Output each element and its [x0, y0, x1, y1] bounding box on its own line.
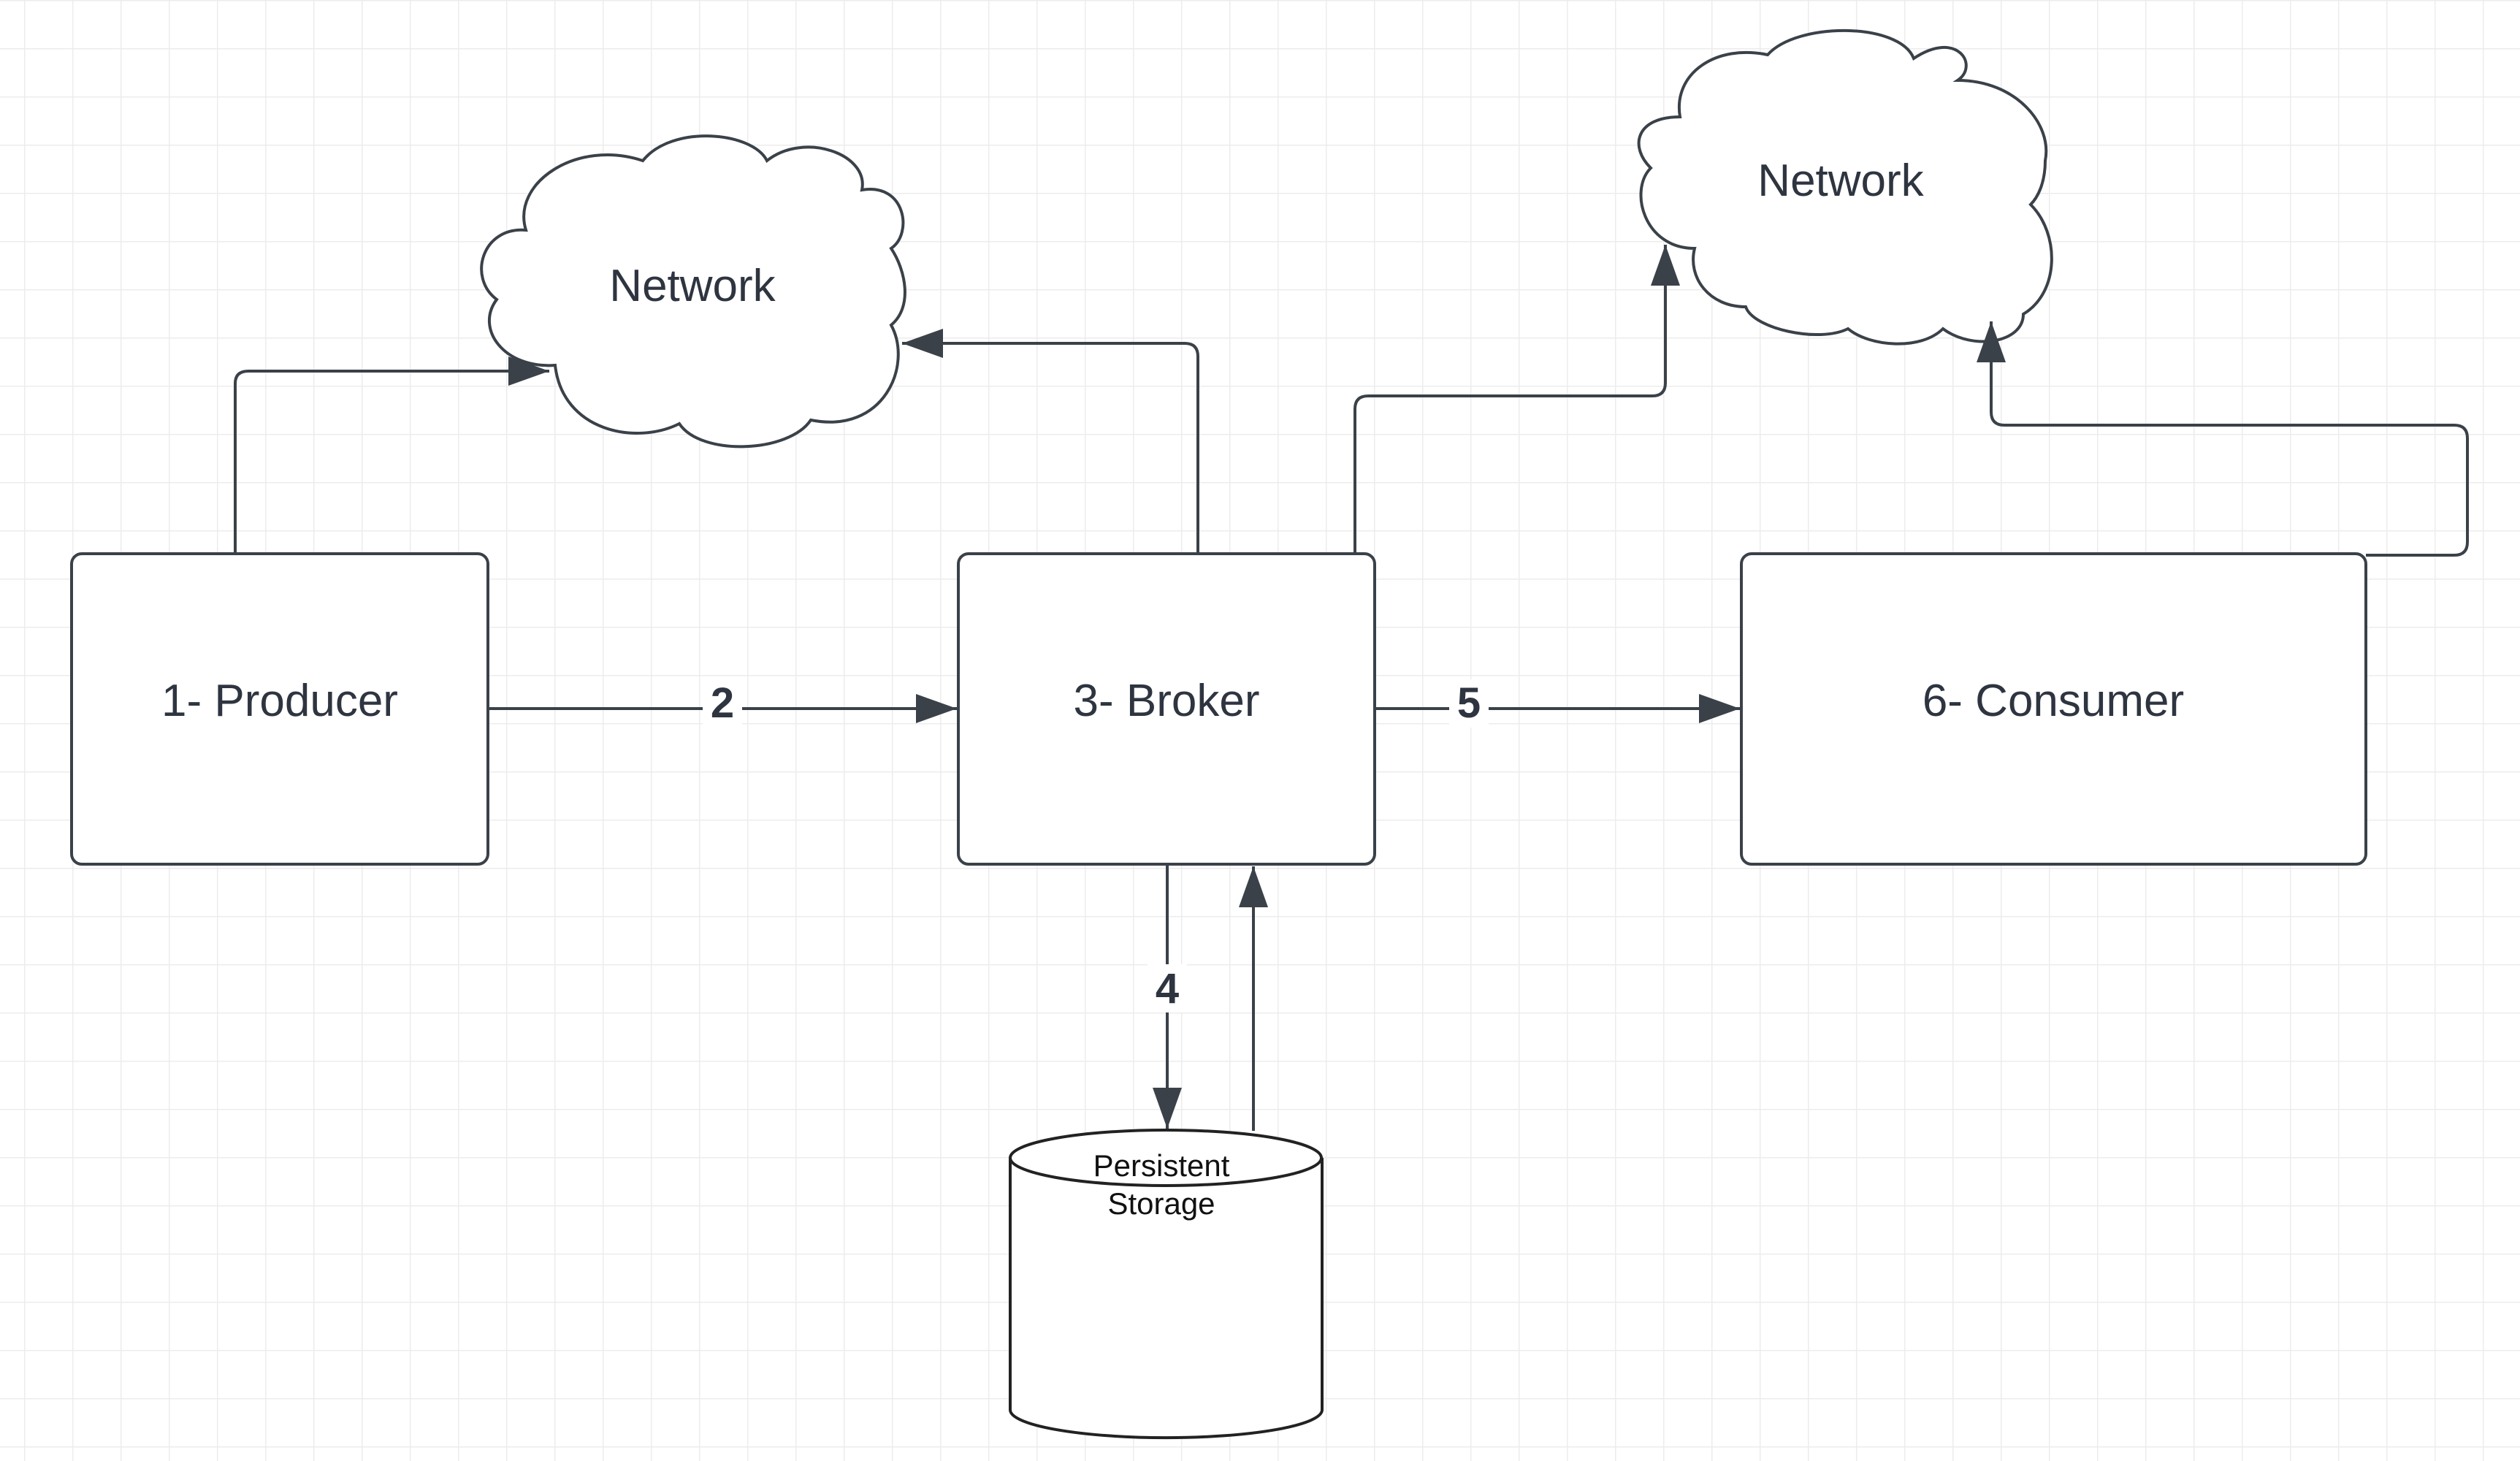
consumer-label: 6- Consumer	[1923, 676, 2184, 726]
storage-label-line1: Persistent	[1093, 1148, 1230, 1183]
edge-label-5: 5	[1457, 679, 1481, 727]
edge-label-4-bg	[1148, 964, 1187, 1012]
broker-node: 3- Broker	[957, 552, 1376, 866]
network-cloud-left: Network	[480, 134, 906, 449]
storage-cylinder-top	[1009, 1129, 1323, 1187]
edge-broker-to-network-left	[902, 329, 1199, 554]
storage-cylinder-body	[1009, 1158, 1324, 1440]
producer-label: 1- Producer	[161, 676, 398, 726]
network-right-label: Network	[1757, 156, 1924, 206]
edge-label-5-bg	[1449, 679, 1489, 728]
network-left-label: Network	[609, 261, 776, 311]
edge-label-4: 4	[1156, 965, 1179, 1012]
edge-label-2-bg	[703, 679, 742, 728]
storage-node: Persistent Storage	[1009, 1129, 1324, 1440]
cloud-left-shape	[480, 134, 906, 449]
consumer-node: 6- Consumer	[1740, 552, 2367, 866]
storage-label-line2: Storage	[1107, 1186, 1215, 1221]
edge-broker-to-network-right	[1353, 245, 1680, 554]
network-cloud-right: Network	[1637, 28, 2053, 346]
producer-node: 1- Producer	[70, 552, 489, 866]
cloud-right-shape	[1637, 28, 2053, 346]
broker-label: 3- Broker	[1074, 676, 1260, 726]
consumer-box	[1740, 552, 2367, 866]
edge-label-2: 2	[711, 679, 734, 727]
edge-producer-to-network-left	[234, 356, 549, 554]
edge-consumer-to-network-right	[1977, 321, 2469, 557]
